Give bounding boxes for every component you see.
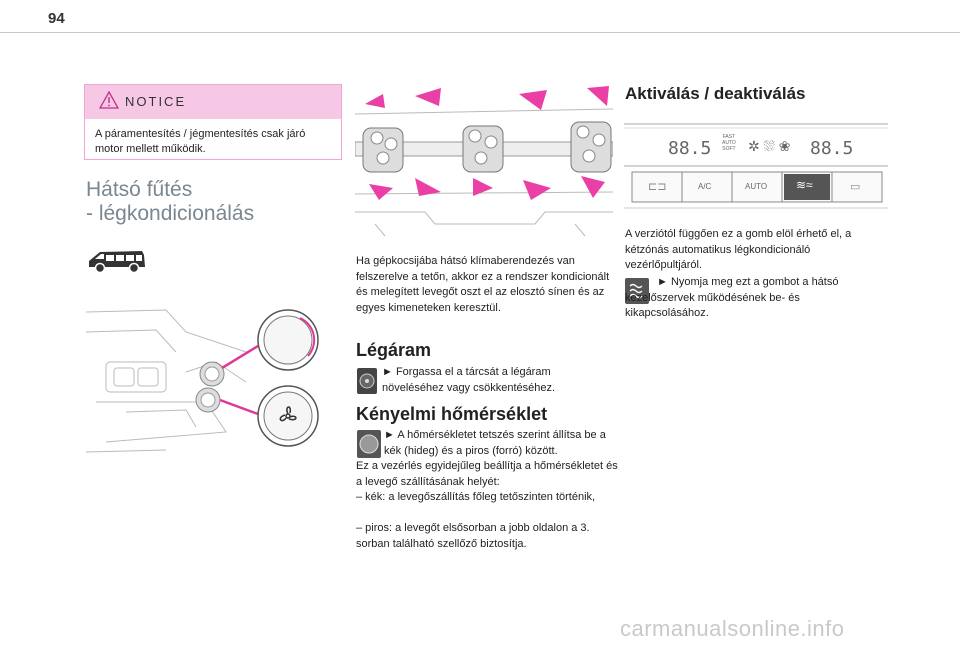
intro-paragraph: Ha gépkocsijába hátsó klímaberendezés va… [356,255,610,314]
warning-icon [99,91,119,109]
version-text: A verziótól függően ez a gomb elöl érhet… [625,228,852,271]
watermark: carmanualsonline.info [620,616,845,641]
airflow-text: ► Forgassa el a tárcsát a légáram növelé… [382,366,556,394]
auto-small-label: AUTO [722,140,736,146]
auto-button[interactable]: AUTO [745,182,768,191]
roof-vents-illustration [355,86,613,237]
left-temp-display: 88.5 [668,138,712,159]
comfort-text: ► A hőmérsékletet tetszés szerint állíts… [384,429,606,457]
comfort-blue: – kék: a levegőszállítás főleg tetőszint… [356,491,596,503]
page-number: 94 [48,10,65,27]
activation-heading: Aktiválás / deaktiválás [625,84,806,103]
van-icon [89,251,145,274]
rear-controls-illustration [86,309,319,453]
comfort-red: – piros: a levegőt elsősorban a jobb old… [356,522,590,550]
comfort-more: Ez a vezérlés egyidejűleg beállítja a hő… [356,460,618,488]
notice-title: NOTICE [125,94,187,109]
comfort-heading: Kényelmi hőmérséklet [356,404,548,424]
fan-icon [279,406,297,422]
fast-label: FAST [722,134,736,140]
ac-button[interactable]: A/C [698,182,712,191]
rear-climate-button[interactable]: ≋≈ [796,178,813,192]
notice-header: NOTICE [85,85,341,119]
climate-icons: ✲ ⛆ ❀ [748,138,791,154]
rear-climate-icon [625,278,649,304]
rear-defrost-icon[interactable]: ▭ [850,181,861,193]
front-defrost-icon[interactable]: ⊏⊐ [648,181,667,193]
climate-panel-illustration: 88.5 FAST AUTO SOFT ✲ ⛆ ❀ 88.5 ⊏⊐ A/C AU… [624,122,888,214]
section-title-line2: - légkondicionálás [86,202,255,225]
airflow-dial-icon [357,368,377,394]
soft-label: SOFT [722,146,736,152]
notice-box: NOTICE A páramentesítés / jégmentesítés … [84,84,342,160]
press-button-text: ► Nyomja meg ezt a gombot a hátsó kezelő… [625,276,839,319]
airflow-heading: Légáram [356,340,432,360]
temperature-dial-icon [357,430,381,458]
section-title-line1: Hátsó fűtés [86,178,193,201]
right-temp-display: 88.5 [810,138,854,159]
notice-text: A páramentesítés / jégmentesítés csak já… [95,128,306,155]
section-title: Hátsó fűtés - légkondicionálás [86,178,254,226]
header-divider [0,32,960,33]
fan-mode-labels: FAST AUTO SOFT [722,134,736,152]
